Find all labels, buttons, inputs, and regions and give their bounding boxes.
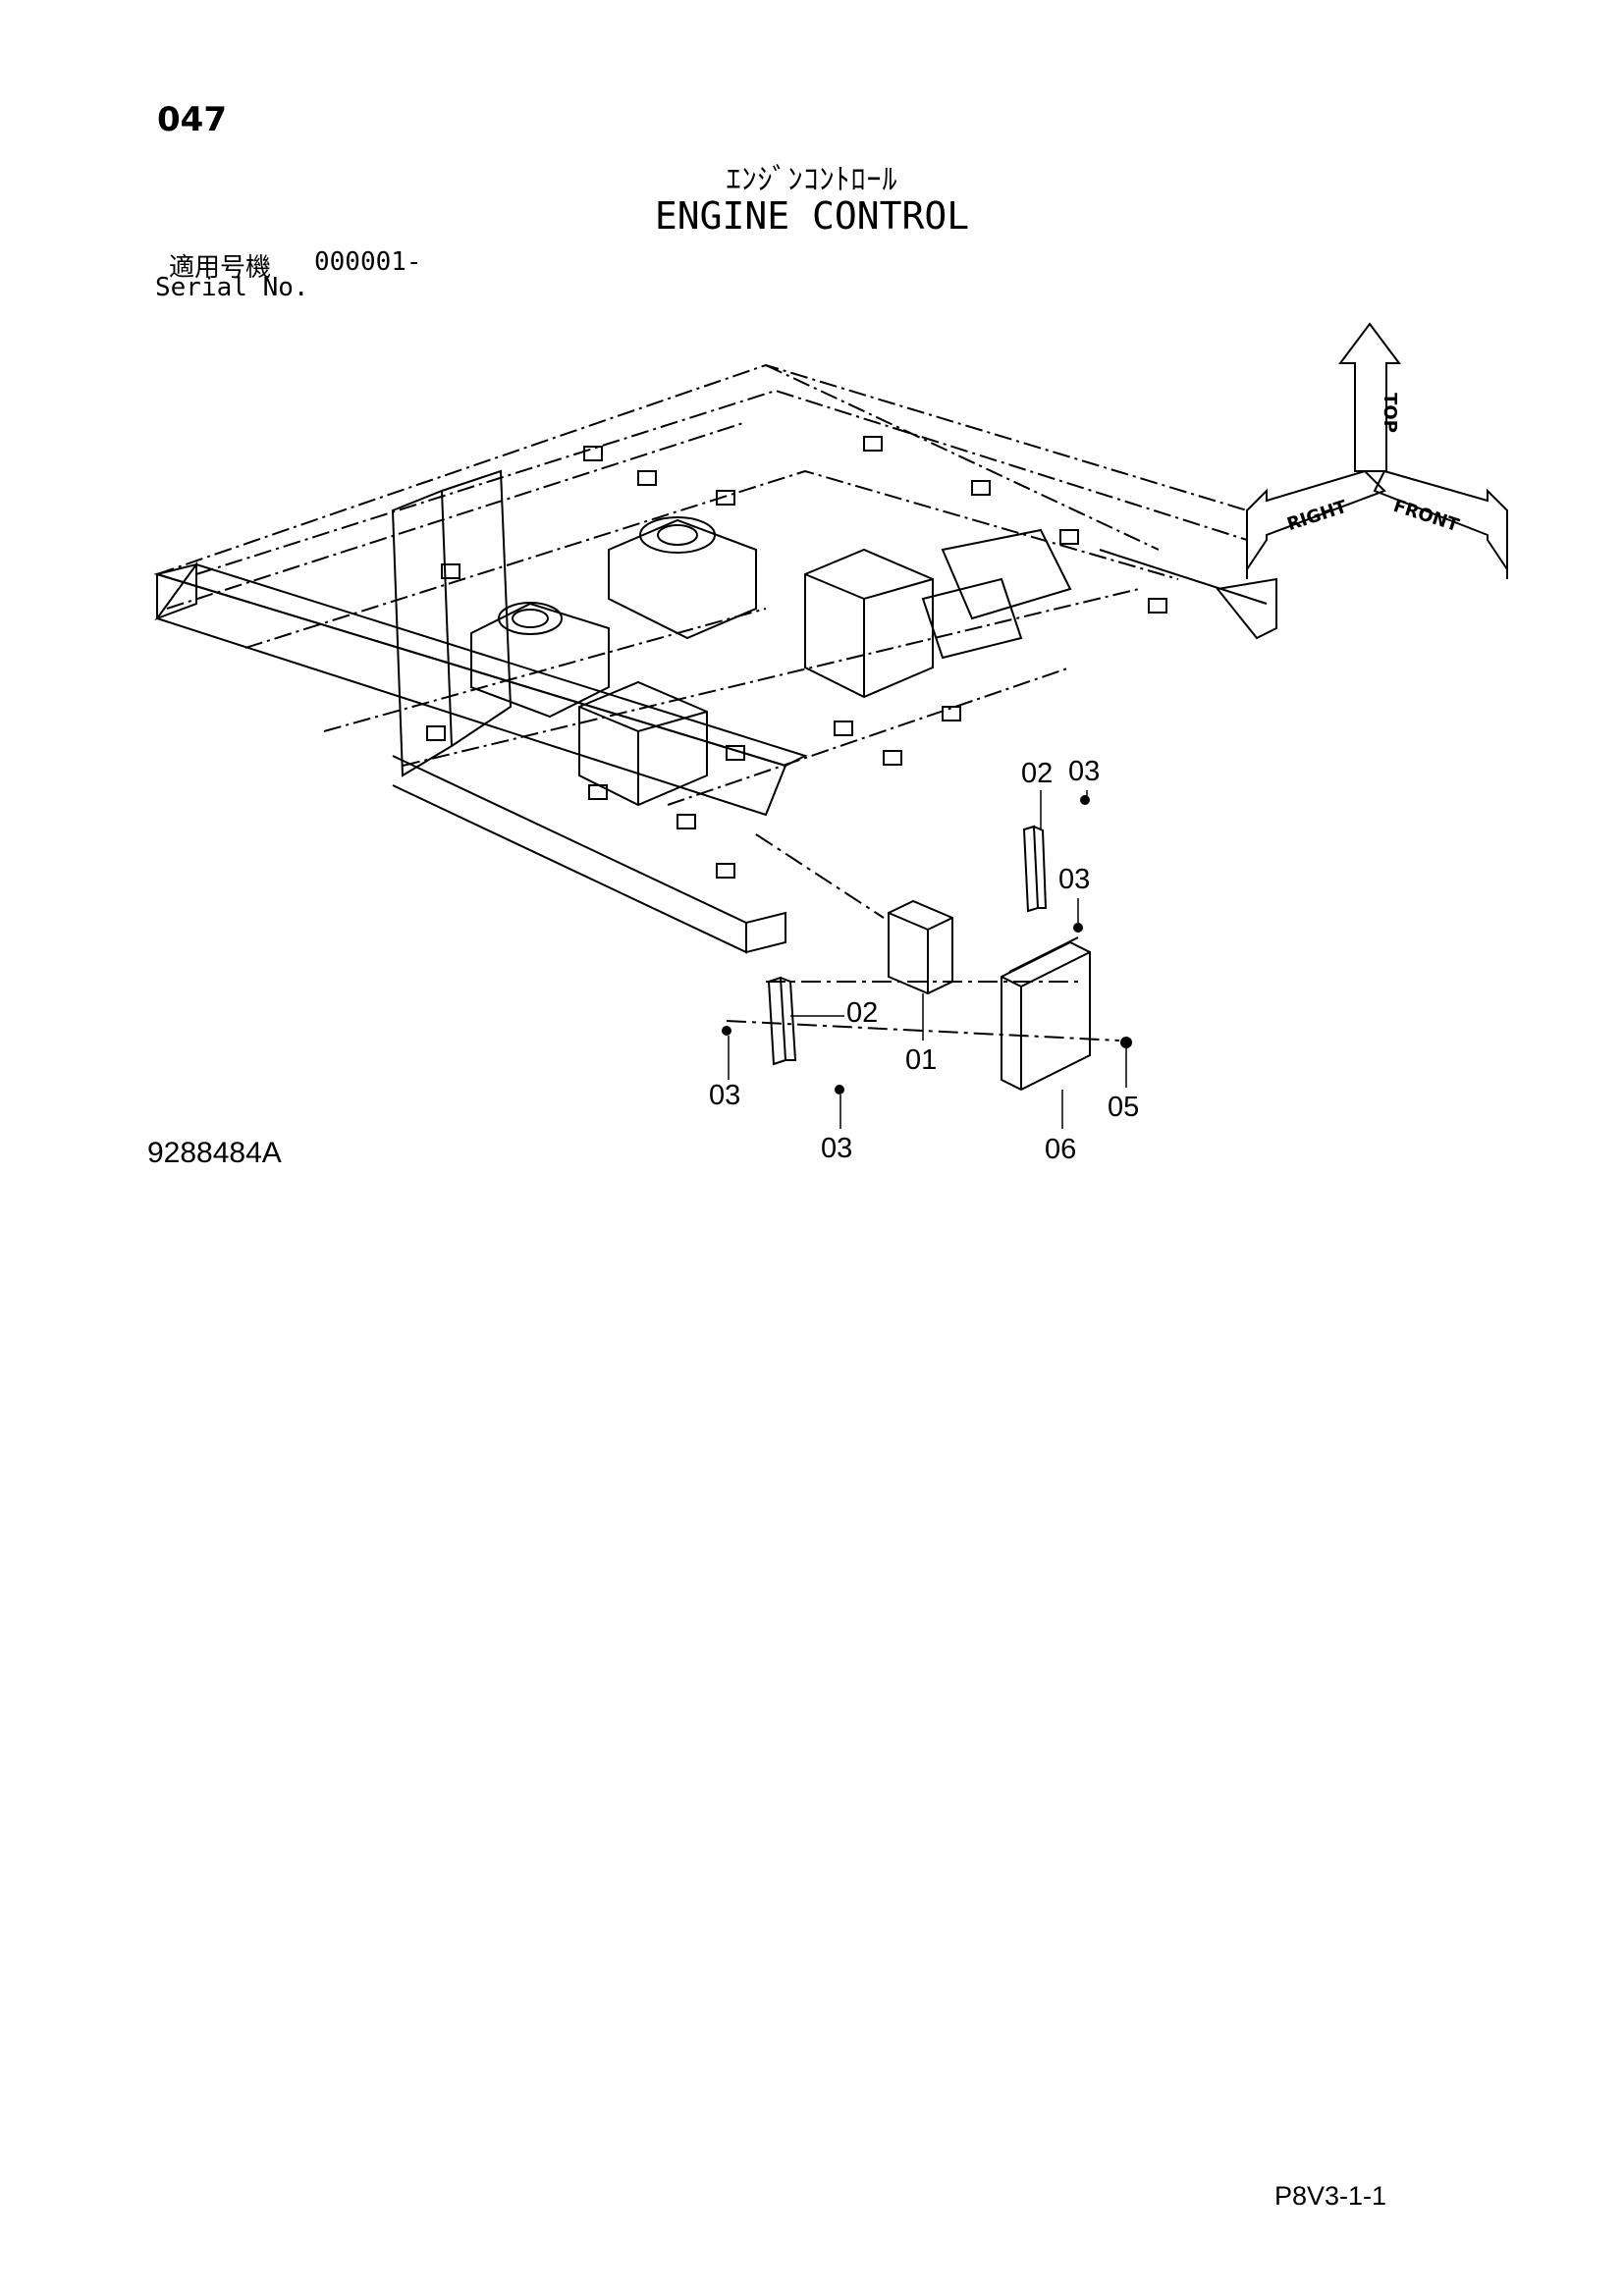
exploded-parts-diagram: [153, 322, 1508, 1129]
part-02-bracket-lower: [767, 976, 797, 1066]
serial-label-en: Serial No.: [155, 273, 309, 302]
bolts: [722, 795, 1132, 1095]
part-01-controller: [888, 899, 953, 995]
exploded-leaders: [726, 833, 1120, 1041]
part-label-02: 02: [1021, 758, 1054, 789]
part-label-06: 06: [1045, 1134, 1077, 1165]
part-02-bracket-upper: [1022, 825, 1048, 913]
orientation-top: TOP: [1379, 393, 1400, 433]
part-label-03: 03: [1058, 864, 1091, 895]
part-label-03: 03: [709, 1080, 741, 1111]
serial-label-jp: 適用号機: [169, 253, 272, 283]
drawing-number: 9288484A: [147, 1137, 282, 1169]
title-japanese: ｴﾝｼﾞﾝｺﾝﾄﾛｰﾙ: [726, 163, 898, 197]
page-title: ENGINE CONTROL: [654, 194, 970, 238]
frame-members: [153, 436, 1277, 954]
page-number: 047: [157, 100, 227, 139]
frame-outline: [156, 363, 1248, 806]
part-label-05: 05: [1108, 1092, 1140, 1123]
page-code: P8V3-1-1: [1274, 2181, 1387, 2211]
part-label-01: 01: [905, 1044, 938, 1076]
part-label-02: 02: [846, 997, 879, 1029]
part-06-cover: [1001, 936, 1091, 1092]
serial-number: 000001-: [314, 247, 422, 277]
orientation-symbol-icon: [1246, 322, 1508, 579]
label-leaders: [728, 790, 1127, 1129]
part-label-03: 03: [821, 1133, 853, 1164]
part-label-03: 03: [1068, 756, 1101, 787]
